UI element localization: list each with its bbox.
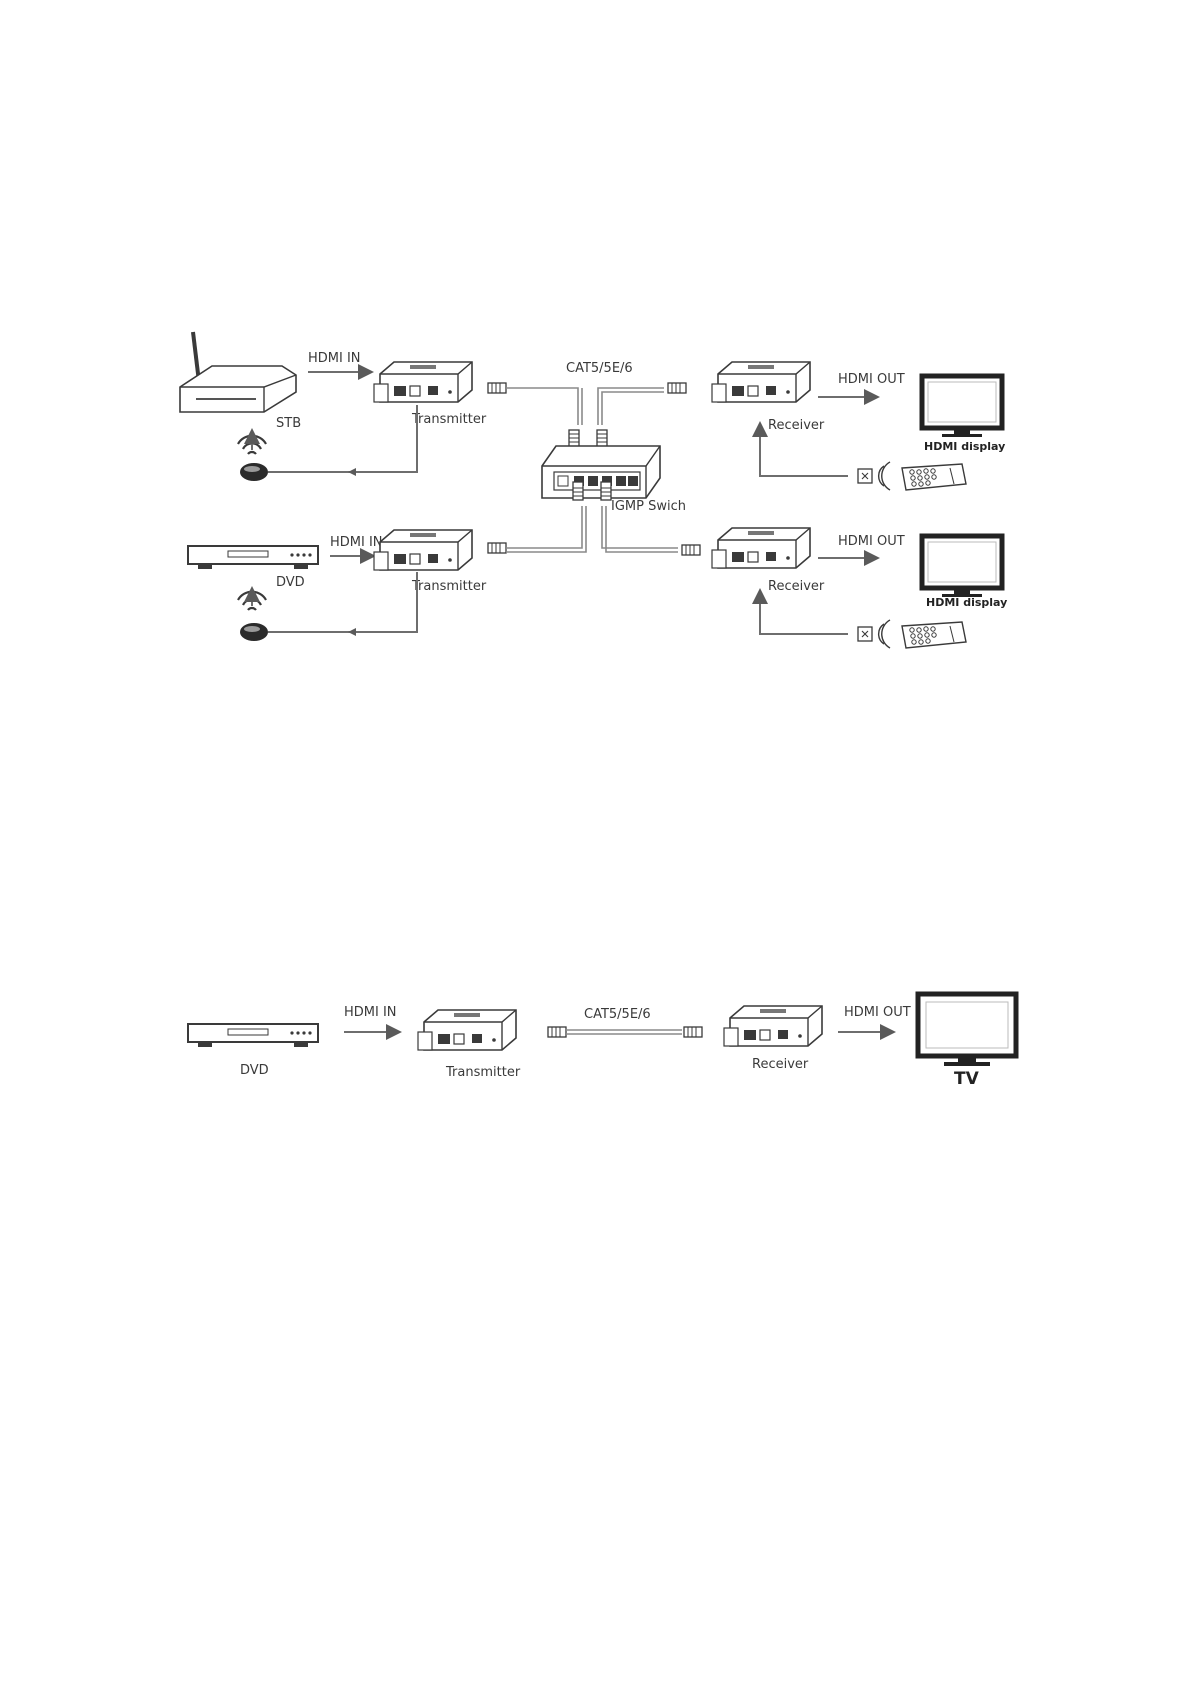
ir-line-rx-bottom [760,592,848,634]
cable-label-p2p: CAT5/5E/6 [584,1007,651,1022]
transmitter-top-icon [374,362,472,402]
display-label-bottom: HDMI display [926,596,1007,609]
stb-label: STB [276,416,301,431]
ir-emitter-plug-icon-top [858,469,872,483]
cat-cable-rx-top-2 [602,392,664,425]
hdmi-out-label-bottom: HDMI OUT [838,534,905,549]
hdmi-out-label-p2p: HDMI OUT [844,1005,911,1020]
ir-return-arrowhead-top [348,468,356,476]
receiver-bottom-icon [712,528,810,568]
hdmi-in-label-bottom: HDMI IN [330,535,383,550]
cat-cable-tx-bottom [506,506,582,548]
tv-icon [918,994,1016,1066]
receiver-top-icon [712,362,810,402]
rj45-plug-icon [548,1027,566,1037]
tv-label: TV [954,1069,980,1089]
multicast-diagram: STB HDMI IN Transmitter CAT5/5E/6 [180,332,1007,648]
hdmi-out-label-top: HDMI OUT [838,372,905,387]
stb-device-icon [180,332,296,412]
hdmi-in-label-top: HDMI IN [308,351,361,366]
dvd-label-top: DVD [276,575,305,590]
remote-control-icon-top [902,464,966,490]
rj45-plug-icon [684,1027,702,1037]
transmitter-bottom-icon [374,530,472,570]
transmitter-p2p-label: Transmitter [445,1065,521,1080]
receiver-bottom-label: Receiver [768,579,825,594]
dvd-player-icon-top [188,546,318,569]
ir-receiver-eye-icon-top [240,463,268,481]
transmitter-top-label: Transmitter [411,412,487,427]
rj45-plug-icon [488,543,506,553]
ir-return-arrowhead-bottom [348,628,356,636]
rj45-plug-icon [573,482,583,500]
hdmi-display-icon-top [922,376,1002,437]
remote-control-icon-bottom [902,622,966,648]
rj45-plug-icon [682,545,700,555]
transmitter-bottom-label: Transmitter [411,579,487,594]
cat-cable-rx-top [598,388,664,425]
point-to-point-diagram: DVD HDMI IN Transmitter CAT5/5E/6 Receiv… [188,994,1016,1089]
hdmi-in-label-p2p: HDMI IN [344,1005,397,1020]
receiver-top-label: Receiver [768,418,825,433]
ir-receiver-eye-icon-bottom [240,623,268,641]
dvd-player-icon [188,1024,318,1047]
receiver-p2p-icon [724,1006,822,1046]
ir-return-line-top [340,405,417,472]
rj45-plug-icon [668,383,686,393]
receiver-p2p-label: Receiver [752,1057,809,1072]
cat-cable-tx-bottom-2 [506,506,586,552]
rj45-plug-icon [601,482,611,500]
dvd-label-bottom: DVD [240,1063,269,1078]
display-label-top: HDMI display [924,440,1005,453]
ir-emitter-plug-icon-bottom [858,627,872,641]
cable-label-top: CAT5/5E/6 [566,361,633,376]
rj45-plug-icon [488,383,506,393]
hdmi-display-icon-bottom [922,536,1002,597]
cat-cable-tx-top [506,388,578,425]
switch-label: IGMP Swich [611,499,686,514]
transmitter-p2p-icon [418,1010,516,1050]
